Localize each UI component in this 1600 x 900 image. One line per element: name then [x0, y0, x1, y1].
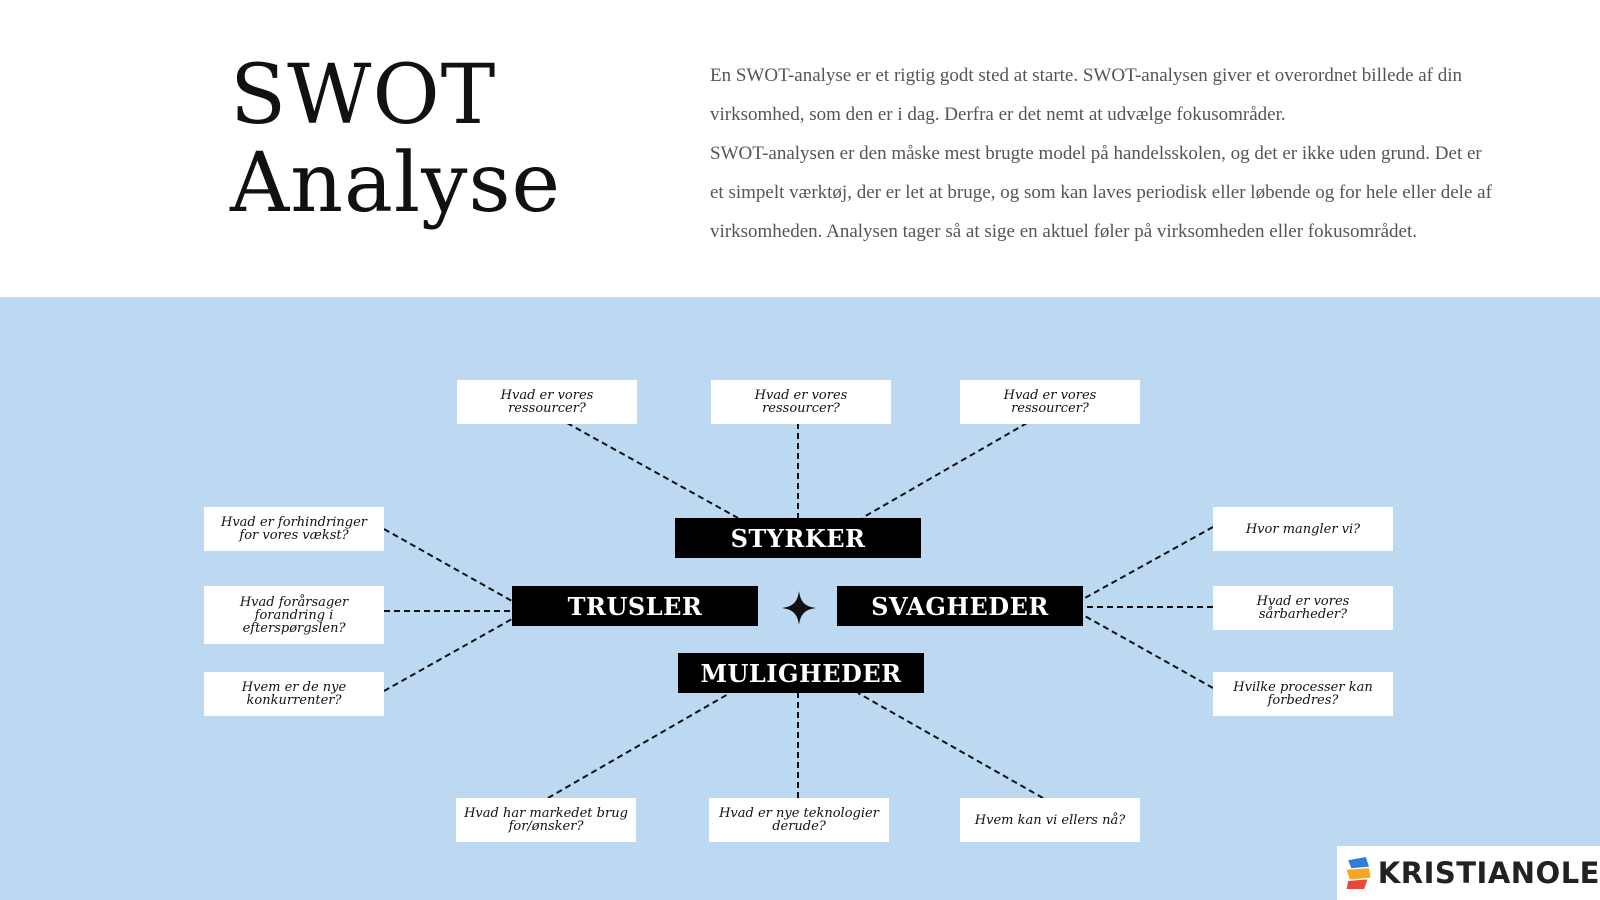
label-trusler: TRUSLER: [512, 586, 758, 626]
question-styrker-1: Hvad er vores ressourcer?: [457, 380, 637, 424]
question-styrker-3: Hvad er vores ressourcer?: [960, 380, 1140, 424]
question-svagheder-1: Hvor mangler vi?: [1213, 507, 1393, 551]
logo-text: KRISTIANOLE: [1377, 856, 1600, 890]
intro-paragraph-2: SWOT-analysen er den måske mest brugte m…: [710, 143, 1492, 242]
brand-logo: KRISTIANOLE: [1337, 846, 1600, 900]
question-muligheder-2: Hvad er nye teknologier derude?: [709, 798, 889, 842]
question-svagheder-2: Hvad er vores sårbarheder?: [1213, 586, 1393, 630]
question-styrker-2: Hvad er vores ressourcer?: [711, 380, 891, 424]
question-trusler-1: Hvad er forhindringer for vores vækst?: [204, 507, 384, 551]
question-svagheder-3: Hvilke processer kan forbedres?: [1213, 672, 1393, 716]
logo-mark-icon: [1346, 857, 1371, 889]
title-line-1: SWOT: [230, 48, 497, 143]
intro-paragraph-1: En SWOT-analyse er et rigtig godt sted a…: [710, 65, 1463, 125]
question-trusler-2: Hvad forårsager forandring i efterspørgs…: [204, 586, 384, 644]
question-muligheder-3: Hvem kan vi ellers nå?: [960, 798, 1140, 842]
intro-text: En SWOT-analyse er et rigtig godt sted a…: [710, 56, 1500, 251]
label-svagheder: SVAGHEDER: [837, 586, 1083, 626]
question-muligheder-1: Hvad har markedet brug for/ønsker?: [456, 798, 636, 842]
title-line-2: Analyse: [230, 136, 562, 231]
label-muligheder: MULIGHEDER: [678, 653, 924, 693]
sparkle-icon: [782, 591, 816, 625]
label-styrker: STYRKER: [675, 518, 921, 558]
page-title: SWOT Analyse: [230, 52, 561, 228]
header-section: SWOT Analyse En SWOT-analyse er et rigti…: [0, 0, 1600, 297]
question-trusler-3: Hvem er de nye konkurrenter?: [204, 672, 384, 716]
